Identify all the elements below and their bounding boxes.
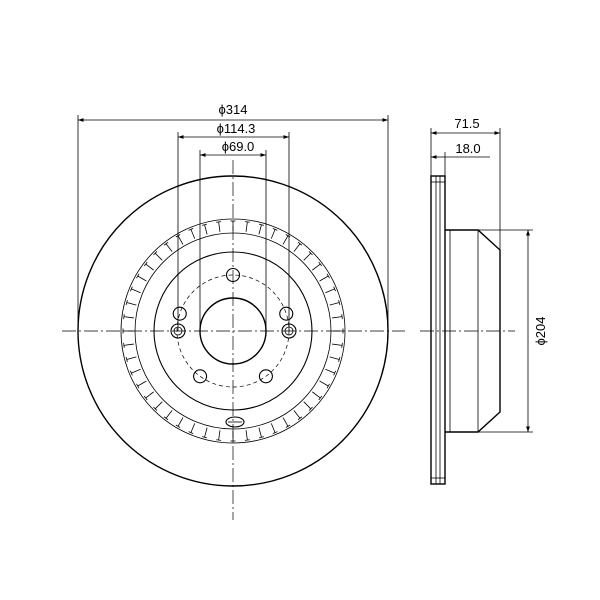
- vent-slot: [130, 286, 141, 294]
- vent-slot: [282, 234, 291, 245]
- vent-slot: [136, 273, 147, 282]
- dim-label-hat-diameter: ϕ204: [533, 317, 548, 346]
- vent-slot: [136, 380, 147, 389]
- vent-slot: [230, 431, 236, 442]
- vent-slot: [303, 251, 313, 261]
- vent-slot: [329, 300, 341, 306]
- friction-ring-section: [430, 175, 446, 485]
- vent-slot: [293, 241, 303, 252]
- vent-slot: [282, 417, 291, 428]
- vent-ring-inner: [134, 232, 332, 430]
- bolt-hole: [279, 306, 294, 321]
- vent-slot: [319, 273, 330, 282]
- vent-slot: [125, 356, 137, 362]
- bolt-hole: [258, 369, 273, 384]
- dim-label-disc-thickness: 18.0: [455, 141, 480, 156]
- vent-slot: [175, 234, 184, 245]
- vent-slot: [244, 430, 250, 441]
- vent-slot: [244, 221, 250, 232]
- dim-label-total-height: 71.5: [454, 116, 479, 131]
- vent-slot: [333, 328, 344, 334]
- vent-slot: [188, 228, 196, 239]
- vent-slot: [216, 430, 222, 441]
- vent-slot: [188, 423, 196, 434]
- vent-slot: [325, 286, 336, 294]
- dim-label-outer-diameter: ϕ314: [219, 102, 248, 117]
- vent-slot: [319, 380, 330, 389]
- vent-slot: [293, 410, 303, 421]
- vent-slots: [122, 220, 344, 442]
- vent-slot: [163, 410, 173, 421]
- vent-slot: [153, 401, 163, 411]
- vent-slot: [332, 342, 343, 348]
- vent-slot: [312, 391, 323, 401]
- vent-slot: [163, 241, 173, 252]
- vent-slot: [122, 328, 133, 334]
- vent-slot: [143, 261, 154, 271]
- vent-slot: [123, 314, 134, 320]
- vent-slot: [130, 368, 141, 376]
- vent-slot: [153, 251, 163, 261]
- vent-slot: [312, 261, 323, 271]
- front-view: ϕ314 ϕ114.3 ϕ69.0: [62, 102, 405, 520]
- vent-slot: [329, 356, 341, 362]
- dim-label-bolt-circle: ϕ114.3: [217, 121, 256, 136]
- vent-slot: [202, 223, 208, 235]
- vent-slot: [270, 423, 278, 434]
- vent-slot: [230, 220, 236, 231]
- vent-slot: [258, 427, 264, 439]
- side-view: 71.5 18.0 ϕ204: [420, 116, 548, 485]
- vent-slot: [258, 223, 264, 235]
- hat-edge: [153, 251, 313, 411]
- vent-slot: [303, 401, 313, 411]
- bolt-hole: [172, 306, 187, 321]
- vent-slot: [216, 221, 222, 232]
- bolt-hole: [193, 369, 208, 384]
- vent-slot: [325, 368, 336, 376]
- vent-slot: [202, 427, 208, 439]
- vent-ring-outer: [120, 218, 346, 444]
- vent-slot: [125, 300, 137, 306]
- vent-slot: [332, 314, 343, 320]
- bolt-hole: [225, 267, 241, 283]
- balance-mark: [225, 416, 245, 428]
- vent-slot: [143, 391, 154, 401]
- vent-slot: [175, 417, 184, 428]
- dim-label-center-bore: ϕ69.0: [222, 139, 255, 154]
- bolt-holes: [172, 267, 294, 384]
- vent-slot: [123, 342, 134, 348]
- vent-slot: [270, 228, 278, 239]
